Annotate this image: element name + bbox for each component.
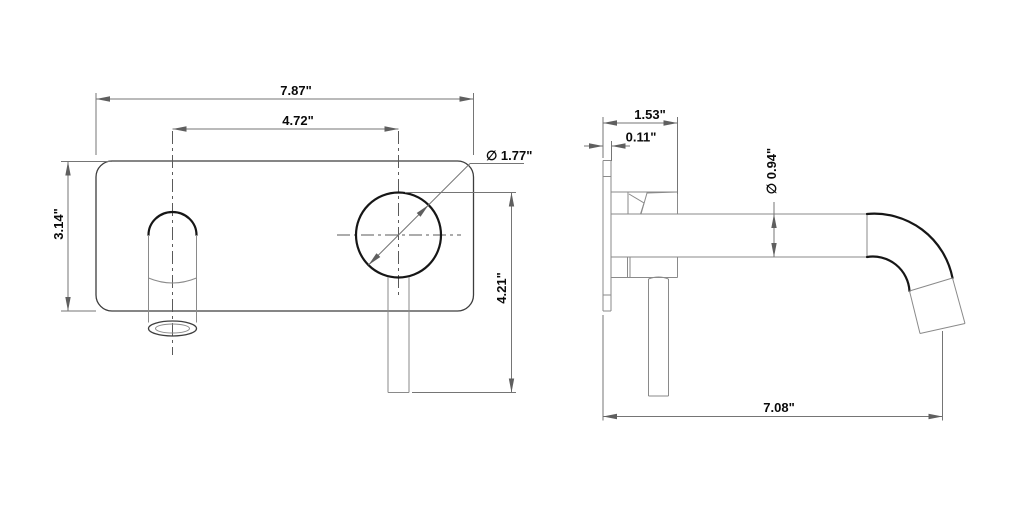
lever-top-side — [640, 191, 678, 215]
dim-spout-diameter: ∅ 0.94" — [764, 148, 779, 257]
spout-outlet-inner-rim — [155, 323, 190, 334]
arrowhead — [416, 203, 431, 217]
dim-body-depth: 1.53" — [602, 107, 678, 194]
bend-inner-arc — [865, 255, 911, 293]
dim-handle-drop: 4.21" — [405, 192, 516, 393]
dimension-label: 0.11" — [626, 130, 657, 145]
arrowhead — [384, 126, 399, 132]
dimension-label: ∅ 0.94" — [764, 148, 779, 194]
arrowhead — [172, 126, 187, 132]
dim-handle-diameter: ∅ 1.77" — [366, 148, 532, 267]
spout-side — [611, 212, 966, 334]
dim-plate-height: 3.14" — [51, 161, 112, 312]
front-view — [95, 131, 475, 393]
spout-dome-edge — [147, 210, 198, 237]
spout-front — [147, 210, 198, 337]
dimension-label: 4.21" — [494, 272, 509, 303]
dim-spout-to-handle: 4.72" — [172, 113, 399, 132]
dimension-label: 7.08" — [763, 400, 794, 415]
spout-bend-silhouette — [148, 277, 197, 284]
arrowhead — [96, 96, 110, 102]
tip-outer-edge — [952, 277, 966, 324]
handle-lever-side — [648, 276, 669, 397]
arrowhead — [771, 214, 777, 228]
arrowhead — [508, 378, 515, 393]
bend-outer-arc — [865, 212, 954, 280]
tip-joint-line — [909, 277, 953, 292]
dim-spout-reach: 7.08" — [602, 315, 943, 421]
tip-end-face — [919, 323, 966, 334]
tip-inner-edge — [909, 290, 921, 334]
wall-plate-side — [602, 160, 612, 312]
lever-top-arc — [648, 276, 669, 280]
valve-body-side — [611, 191, 678, 278]
arrowhead — [603, 413, 617, 420]
dimension-label: 1.53" — [634, 107, 665, 122]
spout-outlet-outer-rim — [147, 320, 198, 337]
arrowhead — [928, 413, 943, 420]
arrowhead — [611, 143, 626, 149]
dimension-label: ∅ 1.77" — [486, 148, 532, 163]
arrowhead — [508, 192, 515, 207]
handle-escutcheon-circle — [354, 191, 443, 279]
arrowhead — [589, 143, 603, 149]
dim-plate-thickness: 0.11" — [584, 130, 657, 161]
diameter-line — [368, 204, 429, 266]
dimension-label: 4.72" — [282, 113, 313, 128]
mounting-plate-outline — [95, 160, 475, 312]
arrowhead — [65, 297, 71, 311]
dimension-label: 7.87" — [280, 83, 311, 98]
dimension-label: 3.14" — [51, 208, 66, 239]
arrowhead — [459, 96, 474, 102]
handle-lever-front — [387, 277, 410, 393]
arrowhead — [366, 253, 381, 267]
side-view — [602, 160, 966, 397]
arrowhead — [603, 120, 617, 126]
dim-plate-width: 7.87" — [95, 83, 474, 155]
arrowhead — [771, 243, 777, 257]
leader-line — [428, 163, 471, 206]
arrowhead — [65, 161, 71, 176]
